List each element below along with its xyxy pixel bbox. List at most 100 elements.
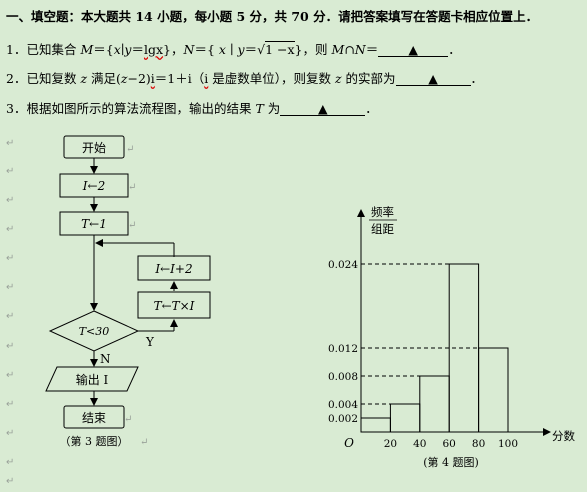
flow-update-i-label: I←I+2 <box>154 262 192 276</box>
q1-text-i: }，则 <box>294 42 332 57</box>
flow-init-i-label: I←2 <box>82 179 105 193</box>
flow-update-t-box <box>137 291 211 319</box>
q3-text-b: 为 <box>263 101 281 116</box>
q2-text-b: 满足( <box>87 71 121 86</box>
histogram-bar-3 <box>419 375 450 433</box>
return-mark: ↵ <box>128 220 136 231</box>
flow-yes-label: Y <box>145 335 155 349</box>
y-tick-label: 0.008 <box>328 371 358 383</box>
triangle-icon: ▲ <box>408 42 419 57</box>
flowchart: 开始 I←2 T←1 I←I+2 T←T×I T<30 Y N 输出 I 结束 … <box>45 135 211 448</box>
q2-text-f: 是虚数单位），则复数 <box>208 71 335 86</box>
return-mark: ↵ <box>6 399 15 410</box>
return-mark: ↵ <box>6 370 15 381</box>
q3-text-a: 根据如图所示的算法流程图，输出的结果 <box>26 101 256 116</box>
q2-z3: z <box>334 71 342 86</box>
q1-text-f: ＝{ <box>194 42 219 57</box>
q1-answer-blank[interactable]: ▲ <box>378 42 449 57</box>
q2-i2: i <box>187 71 192 86</box>
q1-text-a: 已知集合 <box>26 42 81 57</box>
q1-text-d: ＝ <box>131 42 144 57</box>
return-mark: ↵ <box>6 457 15 468</box>
flow-output-box <box>45 366 139 392</box>
q2-text-c: −2) <box>127 71 151 86</box>
return-mark: ↵ <box>128 182 136 193</box>
q1-set-m: M <box>80 42 94 57</box>
return-mark: ↵ <box>6 476 15 487</box>
q1-y2: y <box>237 42 245 57</box>
q1-tail: ． <box>448 42 461 57</box>
return-mark: ↵ <box>6 195 15 206</box>
q1-x1: x <box>113 42 121 57</box>
x-tick-label: 60 <box>443 438 456 450</box>
y-tick-label: 0.024 <box>328 259 358 271</box>
flow-caption: （第 3 题图） <box>60 434 129 448</box>
q1-number: 1． <box>6 42 27 57</box>
q1-sqrt-expr: 1 −x <box>265 41 295 57</box>
x-tick-label: 40 <box>413 438 426 450</box>
q1-lgx: lgx <box>143 42 164 57</box>
return-mark: ↵ <box>6 428 15 439</box>
x-tick-label: 80 <box>472 438 485 450</box>
q2-text-a: 已知复数 <box>26 71 81 86</box>
y-tick-label: 0.004 <box>328 399 358 411</box>
q2-text-d: ＝1＋ <box>154 71 188 86</box>
x-axis-label: 分数 <box>552 429 575 443</box>
flow-init-t-label: T←1 <box>81 217 107 231</box>
y-axis-label-bottom: 组距 <box>371 222 394 236</box>
return-mark: ↵ <box>6 224 15 235</box>
section-heading: 一、填空题：本大题共 14 小题，每小题 5 分，共 70 分．请把答案填写在答… <box>6 6 538 25</box>
return-mark: ↵ <box>140 437 148 448</box>
y-tick-label: 0.002 <box>328 413 358 425</box>
q1-text-h: ＝ <box>244 42 258 57</box>
flow-end-label: 结束 <box>82 411 106 425</box>
flow-start-label: 开始 <box>82 141 106 155</box>
return-mark: ↵ <box>124 414 132 425</box>
sqrt-sign-icon: √ <box>257 42 266 57</box>
q1-text-c: ∣ <box>120 42 125 57</box>
q3-number: 3． <box>6 101 27 116</box>
flow-update-i-box <box>137 255 211 281</box>
x-tick-label: 20 <box>384 438 397 450</box>
y-axis-label-top: 频率 <box>371 205 394 219</box>
q1-x2: x <box>218 42 226 57</box>
heading-text: 一、填空题：本大题共 14 小题，每小题 5 分，共 70 分．请把答案填写在答… <box>6 9 539 24</box>
flow-update-t-label: T←T×I <box>154 299 195 313</box>
q3-answer-blank[interactable]: ▲ <box>280 101 366 116</box>
return-mark: ↵ <box>6 166 15 177</box>
flow-end-box <box>63 405 125 429</box>
flow-condition-label: T<30 <box>79 325 110 338</box>
return-mark: ↵ <box>6 282 15 293</box>
return-mark: ↵ <box>6 341 15 352</box>
flow-output-label: 输出 I <box>76 372 109 387</box>
q2-number: 2． <box>6 71 27 86</box>
q3-tail: ． <box>365 101 378 116</box>
q2-tail: ． <box>470 71 484 86</box>
triangle-icon: ▲ <box>428 71 438 86</box>
histogram-caption: (第 4 题图) <box>423 455 479 469</box>
return-mark: ↵ <box>126 144 134 155</box>
question-2: 2．已知复数 z 满足(z−2)i＝1＋i（i 是虚数单位），则复数 z 的实部… <box>6 68 483 87</box>
q2-z2: z <box>120 71 128 86</box>
q1-set-n: N <box>183 42 195 57</box>
histogram-bar-2 <box>389 403 421 433</box>
return-mark: ↵ <box>6 311 15 322</box>
q1-y1: y <box>124 42 132 57</box>
q2-text-g: 的实部为 <box>341 71 396 86</box>
q1-text-b: ＝{ <box>93 42 114 57</box>
flow-no-label: N <box>100 352 111 366</box>
q1-text-e: }， <box>163 42 184 57</box>
q2-i1: i <box>150 71 155 86</box>
histogram-bar-1 <box>360 417 391 433</box>
triangle-icon: ▲ <box>317 101 328 116</box>
q2-i3: i <box>204 71 209 86</box>
q1-text-j: ＝ <box>365 42 379 57</box>
x-tick-label: 100 <box>498 438 518 450</box>
y-tick-label: 0.012 <box>328 343 358 355</box>
q1-intersection: M∩N <box>331 42 366 57</box>
question-1: 1．已知集合 M＝{x∣y＝lgx}，N＝{ x ∣ y＝√1 −x}，则 M∩… <box>6 39 461 58</box>
q2-answer-blank[interactable]: ▲ <box>395 71 471 86</box>
origin-label: O <box>344 436 354 450</box>
q3-t: T <box>255 101 264 116</box>
q2-text-e: （ <box>191 71 205 86</box>
